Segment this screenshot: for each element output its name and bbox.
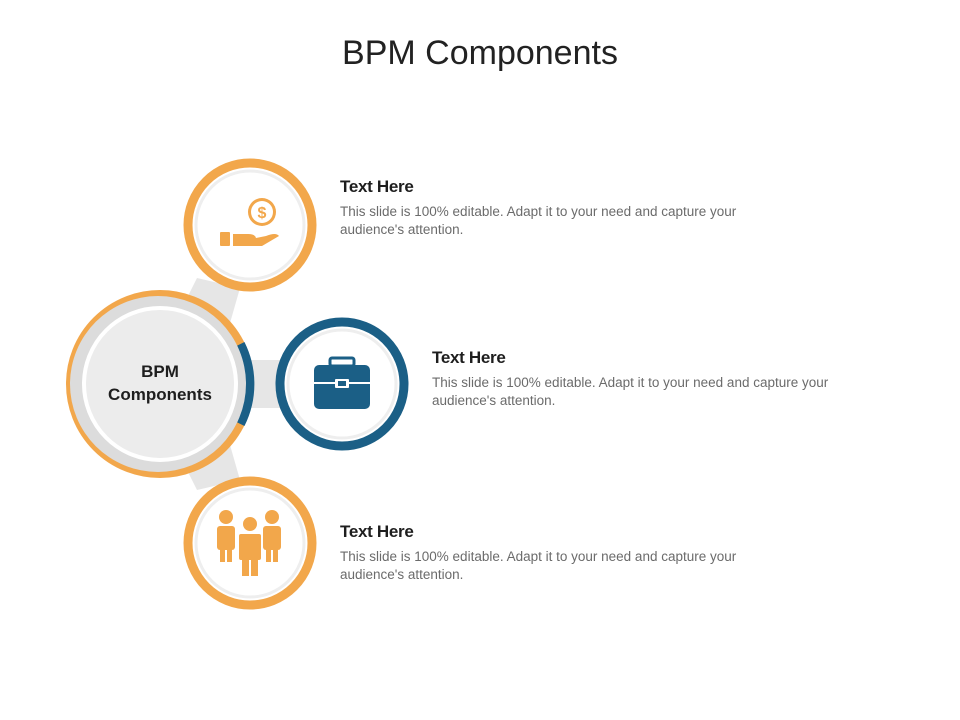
text-block-bottom: Text Here This slide is 100% editable. A… (340, 522, 800, 584)
center-circle (82, 306, 238, 462)
briefcase-icon (314, 356, 370, 409)
text-block-heading: Text Here (340, 522, 414, 541)
center-label-line2: Components (108, 385, 212, 404)
svg-text:$: $ (258, 205, 267, 222)
node-inner-bottom (194, 487, 306, 599)
center-label: BPM Components (88, 360, 232, 406)
node-inner-middle (286, 328, 398, 440)
center-label-line1: BPM (141, 362, 179, 381)
text-block-description: This slide is 100% editable. Adapt it to… (340, 204, 737, 237)
team-icon (217, 510, 281, 576)
text-block-description: This slide is 100% editable. Adapt it to… (340, 549, 737, 582)
text-block-middle: Text Here This slide is 100% editable. A… (432, 348, 892, 410)
text-block-heading: Text Here (340, 177, 414, 196)
node-inner-top (194, 169, 306, 281)
text-block-heading: Text Here (432, 348, 506, 367)
money-hand-icon: $ (220, 198, 279, 246)
slide-title: BPM Components (342, 34, 618, 72)
text-block-top: Text Here This slide is 100% editable. A… (340, 177, 800, 239)
center-ring-blue (231, 341, 255, 427)
text-block-description: This slide is 100% editable. Adapt it to… (432, 375, 829, 408)
node-circle-top (183, 158, 317, 292)
